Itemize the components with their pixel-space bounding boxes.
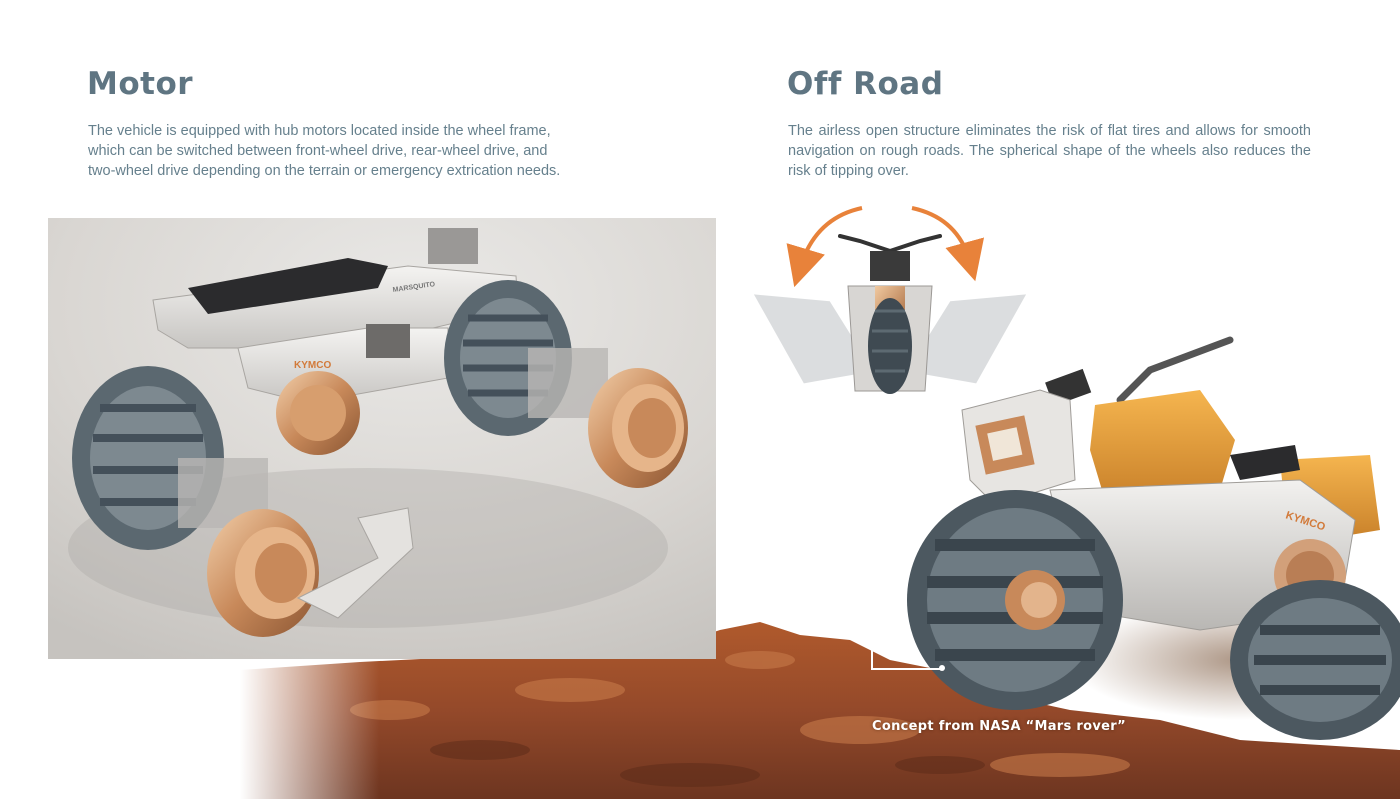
callout-dot: [939, 665, 945, 671]
motor-render-image: KYMCO MARSQUITO: [48, 218, 716, 659]
motor-description: The vehicle is equipped with hub motors …: [88, 123, 561, 179]
rover-caption: Concept from NASA “Mars rover”: [872, 719, 1127, 734]
kymco-badge: KYMCO: [294, 360, 331, 371]
rover-offroad-image: KYMCO: [907, 336, 1400, 740]
off-road-description: The airless open structure eliminates th…: [788, 123, 1311, 179]
callout-line-horizontal: [871, 668, 943, 670]
callout-line: [871, 393, 873, 670]
off-road-heading: Off Road: [787, 66, 944, 102]
wheel-tilt-diagram: [753, 206, 1027, 394]
motor-heading: Motor: [87, 66, 194, 102]
